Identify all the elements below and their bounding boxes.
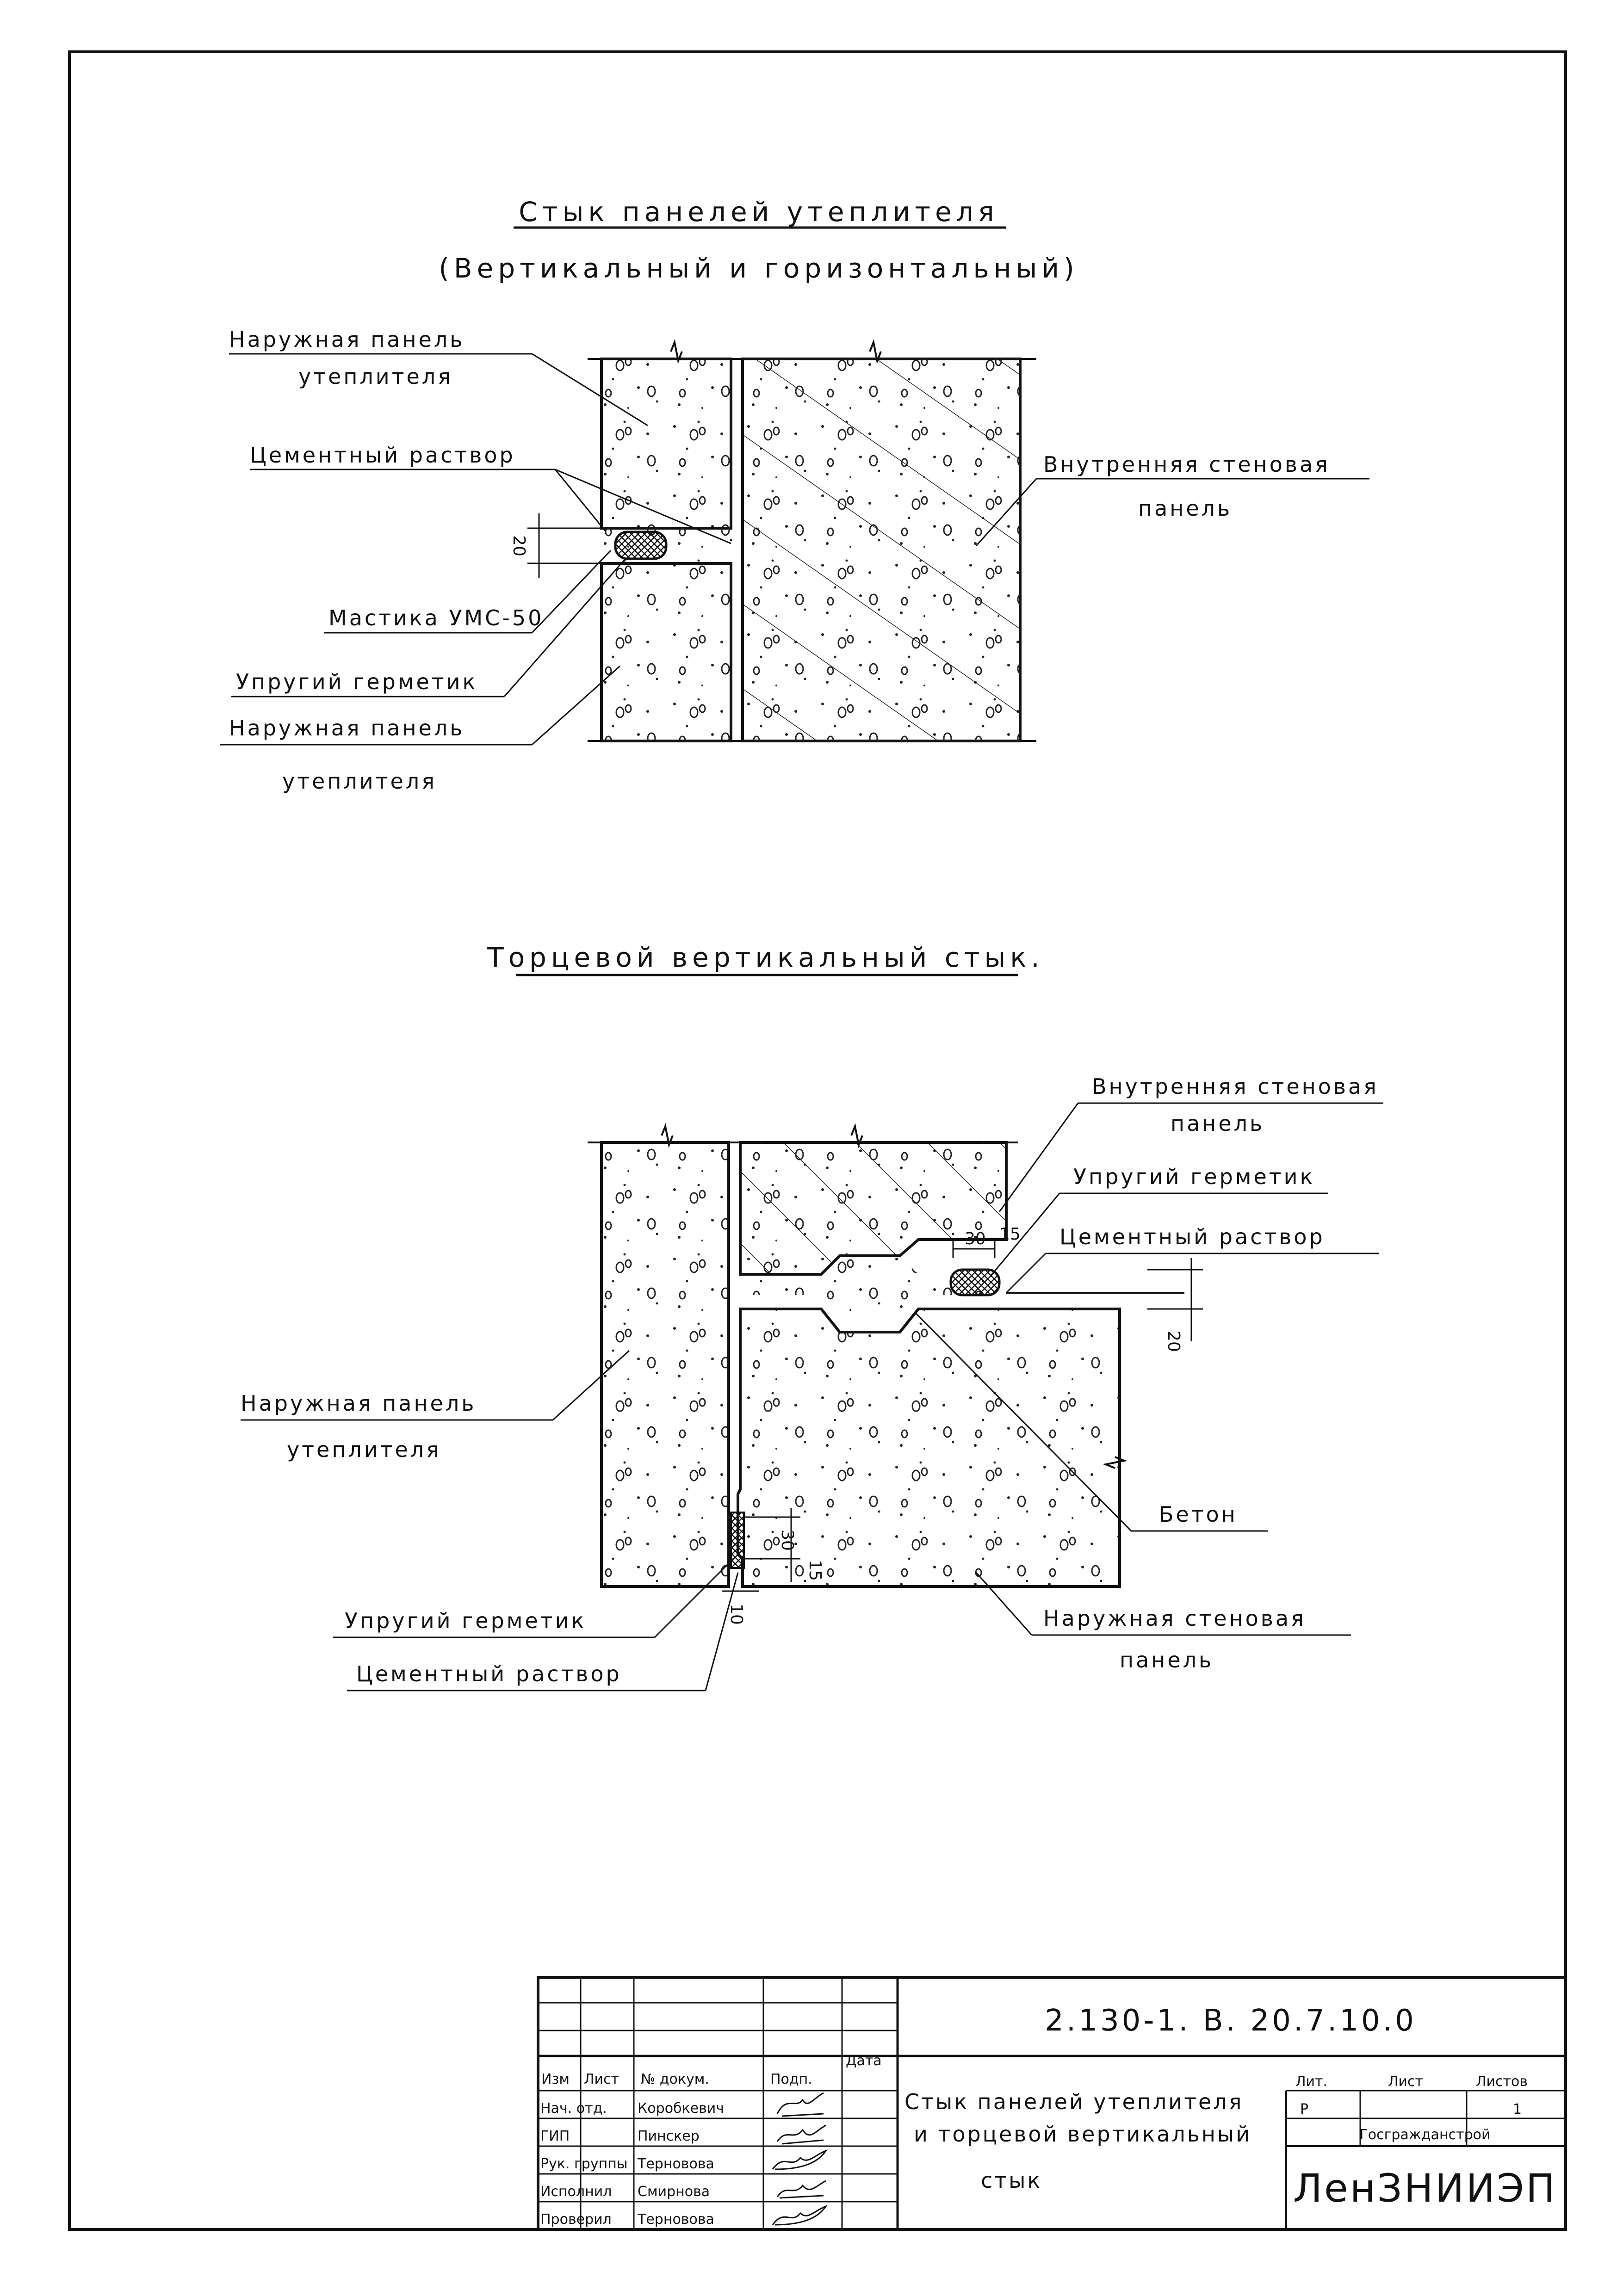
concrete-key [733, 1256, 1006, 1318]
tb-role-1: ГИП [540, 2128, 570, 2144]
doc-title-1: Стык панелей утеплителя [904, 2089, 1243, 2114]
label2-outer-panel-1: Наружная панель [241, 1391, 476, 1416]
outer-insulation-panel-top [600, 358, 732, 530]
dim-10: 10 [727, 1604, 746, 1625]
label2-elastic-sealant-top: Упругий герметик [1073, 1164, 1315, 1189]
label2-concrete: Бетон [1159, 1502, 1238, 1527]
tb-sheets-value: 1 [1513, 2101, 1522, 2117]
label-inner-wall-panel-2: панель [1138, 496, 1232, 521]
dim-15-top: 15 [999, 1225, 1021, 1244]
label-outer-panel-top-2: утеплителя [298, 364, 453, 389]
dim-15-bottom: 15 [805, 1560, 824, 1581]
section2: Торцевой вертикальный стык. [241, 942, 1383, 1691]
label2-outer-wall-panel-1: Наружная стеновая [1043, 1606, 1306, 1631]
label2-outer-wall-panel-2: панель [1120, 1648, 1214, 1673]
section2-title: Торцевой вертикальный стык. [487, 942, 1044, 973]
tb-name-3: Смирнова [638, 2184, 710, 2200]
label2-inner-wall-panel-2: панель [1171, 1111, 1264, 1136]
dim-30-top: 30 [965, 1229, 986, 1248]
tb-role-4: Проверил [540, 2211, 612, 2228]
tb-role-3: Исполнил [540, 2184, 612, 2200]
sealant-bead-top [949, 1268, 1001, 1296]
tb-name-0: Коробкевич [638, 2100, 724, 2117]
label-outer-panel-top-1: Наружная панель [229, 327, 465, 352]
section1-subtitle: (Вертикальный и горизонтальный) [439, 253, 1079, 284]
label2-cement-mortar-top: Цементный раствор [1059, 1224, 1325, 1249]
tb-role-2: Рук. группы [540, 2156, 628, 2172]
section1: Стык панелей утеплителя (Вертикальный и … [220, 196, 1369, 794]
label-elastic-sealant-1: Упругий герметик [236, 669, 477, 694]
tb-stage-label: Лит. [1295, 2074, 1327, 2090]
label-cement-mortar: Цементный раствор [250, 443, 515, 468]
signatures [772, 2092, 828, 2226]
tb-name-1: Пинскер [638, 2128, 700, 2144]
tb-header-sign: Подп. [770, 2071, 812, 2087]
doc-title-3: стык [981, 2168, 1042, 2193]
label-outer-panel-bottom-1: Наружная панель [229, 716, 465, 741]
dim-gap: 20 [509, 535, 528, 556]
label2-elastic-sealant-bottom: Упругий герметик [345, 1608, 586, 1633]
outer-insulation-panel-2 [600, 1141, 730, 1588]
tb-sheet-label: Лист [1388, 2074, 1423, 2090]
section1-title: Стык панелей утеплителя [519, 196, 998, 228]
tb-name-4: Терновова [637, 2211, 714, 2228]
tb-header-izm: Изм [541, 2071, 570, 2087]
mastic-bead [614, 531, 668, 560]
label-mastic: Мастика УМС-50 [328, 605, 544, 630]
label2-outer-panel-2: утеплителя [287, 1437, 441, 1462]
title-block: 2.130-1. В. 20.7.10.0 Изм Лист № докум. … [537, 1976, 1567, 2231]
outer-wall-panel [737, 1308, 1121, 1588]
joint-2-drawing: 30 15 20 30 15 10 [588, 1123, 1203, 1625]
tb-stage-value: Р [1300, 2101, 1308, 2117]
drawing-code: 2.130-1. В. 20.7.10.0 [1045, 2004, 1417, 2038]
tb-header-doc: № докум. [641, 2071, 709, 2087]
outer-insulation-panel-bottom [600, 562, 732, 742]
label2-inner-wall-panel-1: Внутренняя стеновая [1092, 1074, 1379, 1099]
tb-name-2: Терновова [637, 2156, 714, 2172]
joint-1-drawing: 20 [509, 339, 1036, 742]
tb-authority: Госгражданстрой [1360, 2127, 1491, 2143]
label-outer-panel-bottom-2: утеплителя [282, 769, 437, 794]
label2-cement-mortar-bottom: Цементный раствор [356, 1661, 622, 1686]
doc-title-2: и торцевой вертикальный [914, 2122, 1251, 2147]
tb-role-0: Нач. отд. [540, 2100, 607, 2117]
label-inner-wall-panel-1: Внутренняя стеновая [1043, 452, 1330, 477]
tb-header-date: Дата [846, 2053, 882, 2069]
dim-30-bottom: 30 [778, 1530, 797, 1551]
dim-20: 20 [1164, 1331, 1183, 1352]
tb-organization: ЛенЗНИИЭП [1293, 2166, 1557, 2211]
tb-header-list: Лист [584, 2071, 619, 2087]
tb-sheets-label: Листов [1476, 2074, 1528, 2090]
